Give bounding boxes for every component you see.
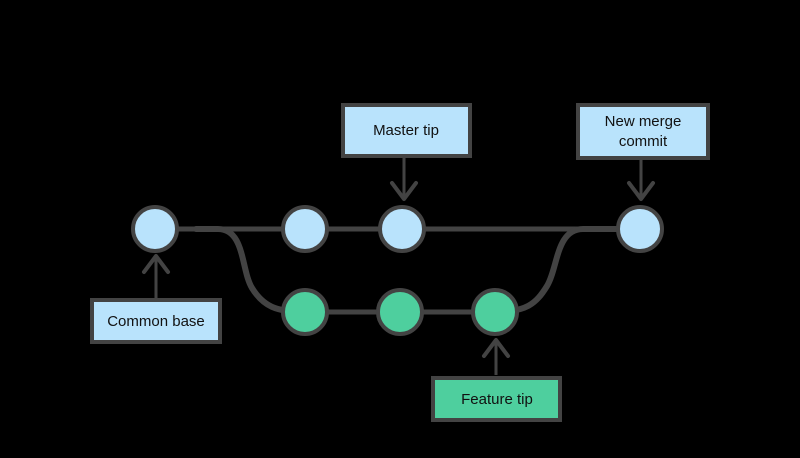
master-branch-nodes xyxy=(131,205,664,253)
label-master-tip[interactable]: Master tip xyxy=(341,103,472,158)
annotation-label-layer: Common base Master tip New merge commit … xyxy=(90,103,710,422)
commit-node-master-base[interactable] xyxy=(131,205,179,253)
arrow-head xyxy=(627,181,655,201)
arrow-head xyxy=(142,254,170,274)
arrow-head xyxy=(482,338,510,358)
label-box xyxy=(90,298,222,344)
label-common-base-text: Common base xyxy=(107,313,205,330)
arrow-head xyxy=(390,181,418,201)
commit-node-feature-c1[interactable] xyxy=(281,288,329,336)
arrow-feature-tip xyxy=(482,338,510,375)
commit-node-master-c1[interactable] xyxy=(281,205,329,253)
commit-node-feature-tip[interactable] xyxy=(471,288,519,336)
label-box xyxy=(341,103,472,158)
edge-fork-to-feature xyxy=(193,226,308,315)
commit-node-merge-commit[interactable] xyxy=(616,205,664,253)
feature-branch-nodes xyxy=(281,288,519,336)
edge-feature-tip-to-merge xyxy=(492,226,619,315)
label-new-merge-commit[interactable]: New merge commit xyxy=(576,103,710,160)
annotation-arrow-layer xyxy=(142,158,655,375)
arrow-new-merge-commit xyxy=(627,160,655,201)
label-master-tip-text: Master tip xyxy=(373,122,439,139)
edge-layer xyxy=(152,226,643,315)
label-new-merge-commit-line2: commit xyxy=(619,133,668,150)
label-box xyxy=(431,376,562,422)
commit-node-feature-c2[interactable] xyxy=(376,288,424,336)
label-common-base[interactable]: Common base xyxy=(90,298,222,344)
label-feature-tip-text: Feature tip xyxy=(461,391,533,408)
label-feature-tip[interactable]: Feature tip xyxy=(431,376,562,422)
label-new-merge-commit-line1: New merge xyxy=(605,113,682,130)
arrow-master-tip xyxy=(390,158,418,201)
arrow-common-base xyxy=(142,254,170,298)
commit-node-master-tip[interactable] xyxy=(378,205,426,253)
label-box xyxy=(576,103,710,160)
